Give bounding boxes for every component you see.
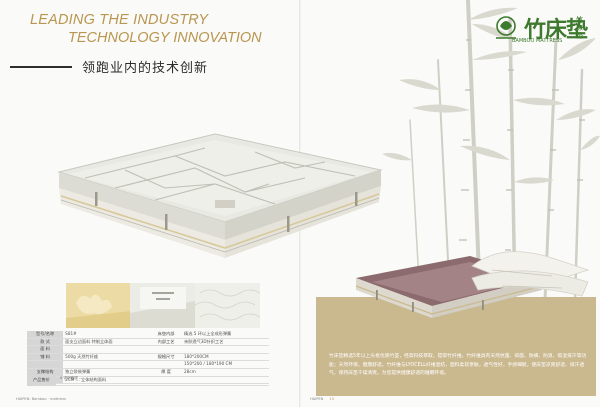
spec-value — [63, 360, 151, 369]
header-line-1: LEADING THE INDUSTRY — [30, 12, 209, 28]
spec-row: 款 式面支立边面料 特制立体面内部工艺亲肤透气3D针织工艺 — [27, 338, 269, 347]
description-panel — [316, 297, 596, 396]
mattress-product-image — [57, 133, 383, 258]
footer-right: HAIPEN 13 — [310, 397, 334, 401]
spec-key: 型号/名称 — [27, 331, 64, 339]
spec-value-2 — [182, 376, 269, 385]
footer-brand: HAIPEN — [310, 397, 324, 401]
spec-value-2: 精选 5 环以上全成形弹簧 — [182, 331, 269, 339]
header-line-2: TECHNOLOGY INNOVATION — [68, 30, 262, 46]
page-header: LEADING THE INDUSTRY TECHNOLOGY INNOVATI… — [10, 12, 262, 76]
header-subtitle-row: 领跑业内的技术创新 — [10, 57, 208, 76]
spec-value: 2CM ... 立体结构面料 — [63, 376, 151, 385]
spec-key — [27, 360, 64, 369]
spec-key: 面 料 — [27, 345, 64, 354]
logo-mark-icon — [496, 16, 516, 39]
logo-tagline: BAMBOO MATTRESS — [512, 38, 563, 44]
spec-value — [63, 345, 151, 354]
footer-left: HAIPEN: Bamboo · mattress — [16, 397, 66, 401]
spec-value: 面支立边面料 特制立体面 — [63, 338, 151, 347]
spec-key-2: 厚 度 — [150, 368, 182, 377]
foam-latex-thumbnail — [66, 283, 131, 328]
fabric-label-thumbnail — [130, 283, 195, 328]
spec-key-2: 内部工艺 — [150, 338, 182, 347]
spec-key-2: 规格尺寸 — [150, 353, 182, 362]
spec-value: S81# — [63, 331, 151, 339]
spec-key-2: 床垫内部 — [150, 331, 182, 339]
price-row: 产品售价 ¥ 详询客服 ... — [27, 374, 269, 386]
product-description: 竹床垫精选5年以上头批优质竹茎，经高科技萃取，提取竹纤维。竹纤维具有天然抗菌、抑… — [329, 354, 587, 377]
mattress-layers-image — [355, 251, 590, 318]
bamboo-illustration — [382, 0, 600, 300]
spec-value-2: 28cm — [182, 368, 269, 377]
spec-key-2 — [150, 345, 182, 354]
brand-logo: 竹床垫 竹床垫 BAMBOO MATTRESS — [488, 10, 598, 60]
spec-row: 150*200 / 180*190 CM — [27, 360, 269, 369]
fabric-texture-thumbnail — [195, 283, 260, 328]
spec-key: 铺 料 — [27, 353, 64, 362]
logo-name: 竹床垫 — [524, 18, 588, 43]
spec-value-2: 180*200CM — [182, 353, 269, 362]
spec-key-2 — [150, 376, 182, 385]
spec-value: 独立袋装弹簧 — [63, 368, 151, 377]
spec-value-2 — [182, 345, 269, 354]
spec-row: 面 料 — [27, 345, 269, 354]
divider-line — [10, 65, 72, 68]
header-subtitle: 领跑业内的技术创新 — [82, 61, 209, 76]
logo-badge: 竹床垫 — [576, 16, 583, 40]
page-number: 13 — [329, 397, 334, 401]
spec-value-2: 亲肤透气3D针织工艺 — [182, 338, 269, 347]
price-value: ¥ 详询客服 ... — [56, 374, 269, 386]
spec-key-2 — [150, 360, 182, 369]
spec-key: 款 式 — [27, 338, 64, 347]
spec-value-2: 150*200 / 180*190 CM — [182, 360, 269, 369]
spec-value: 500g 天然竹纤维 — [63, 353, 151, 362]
price-label: 产品售价 — [27, 374, 56, 386]
